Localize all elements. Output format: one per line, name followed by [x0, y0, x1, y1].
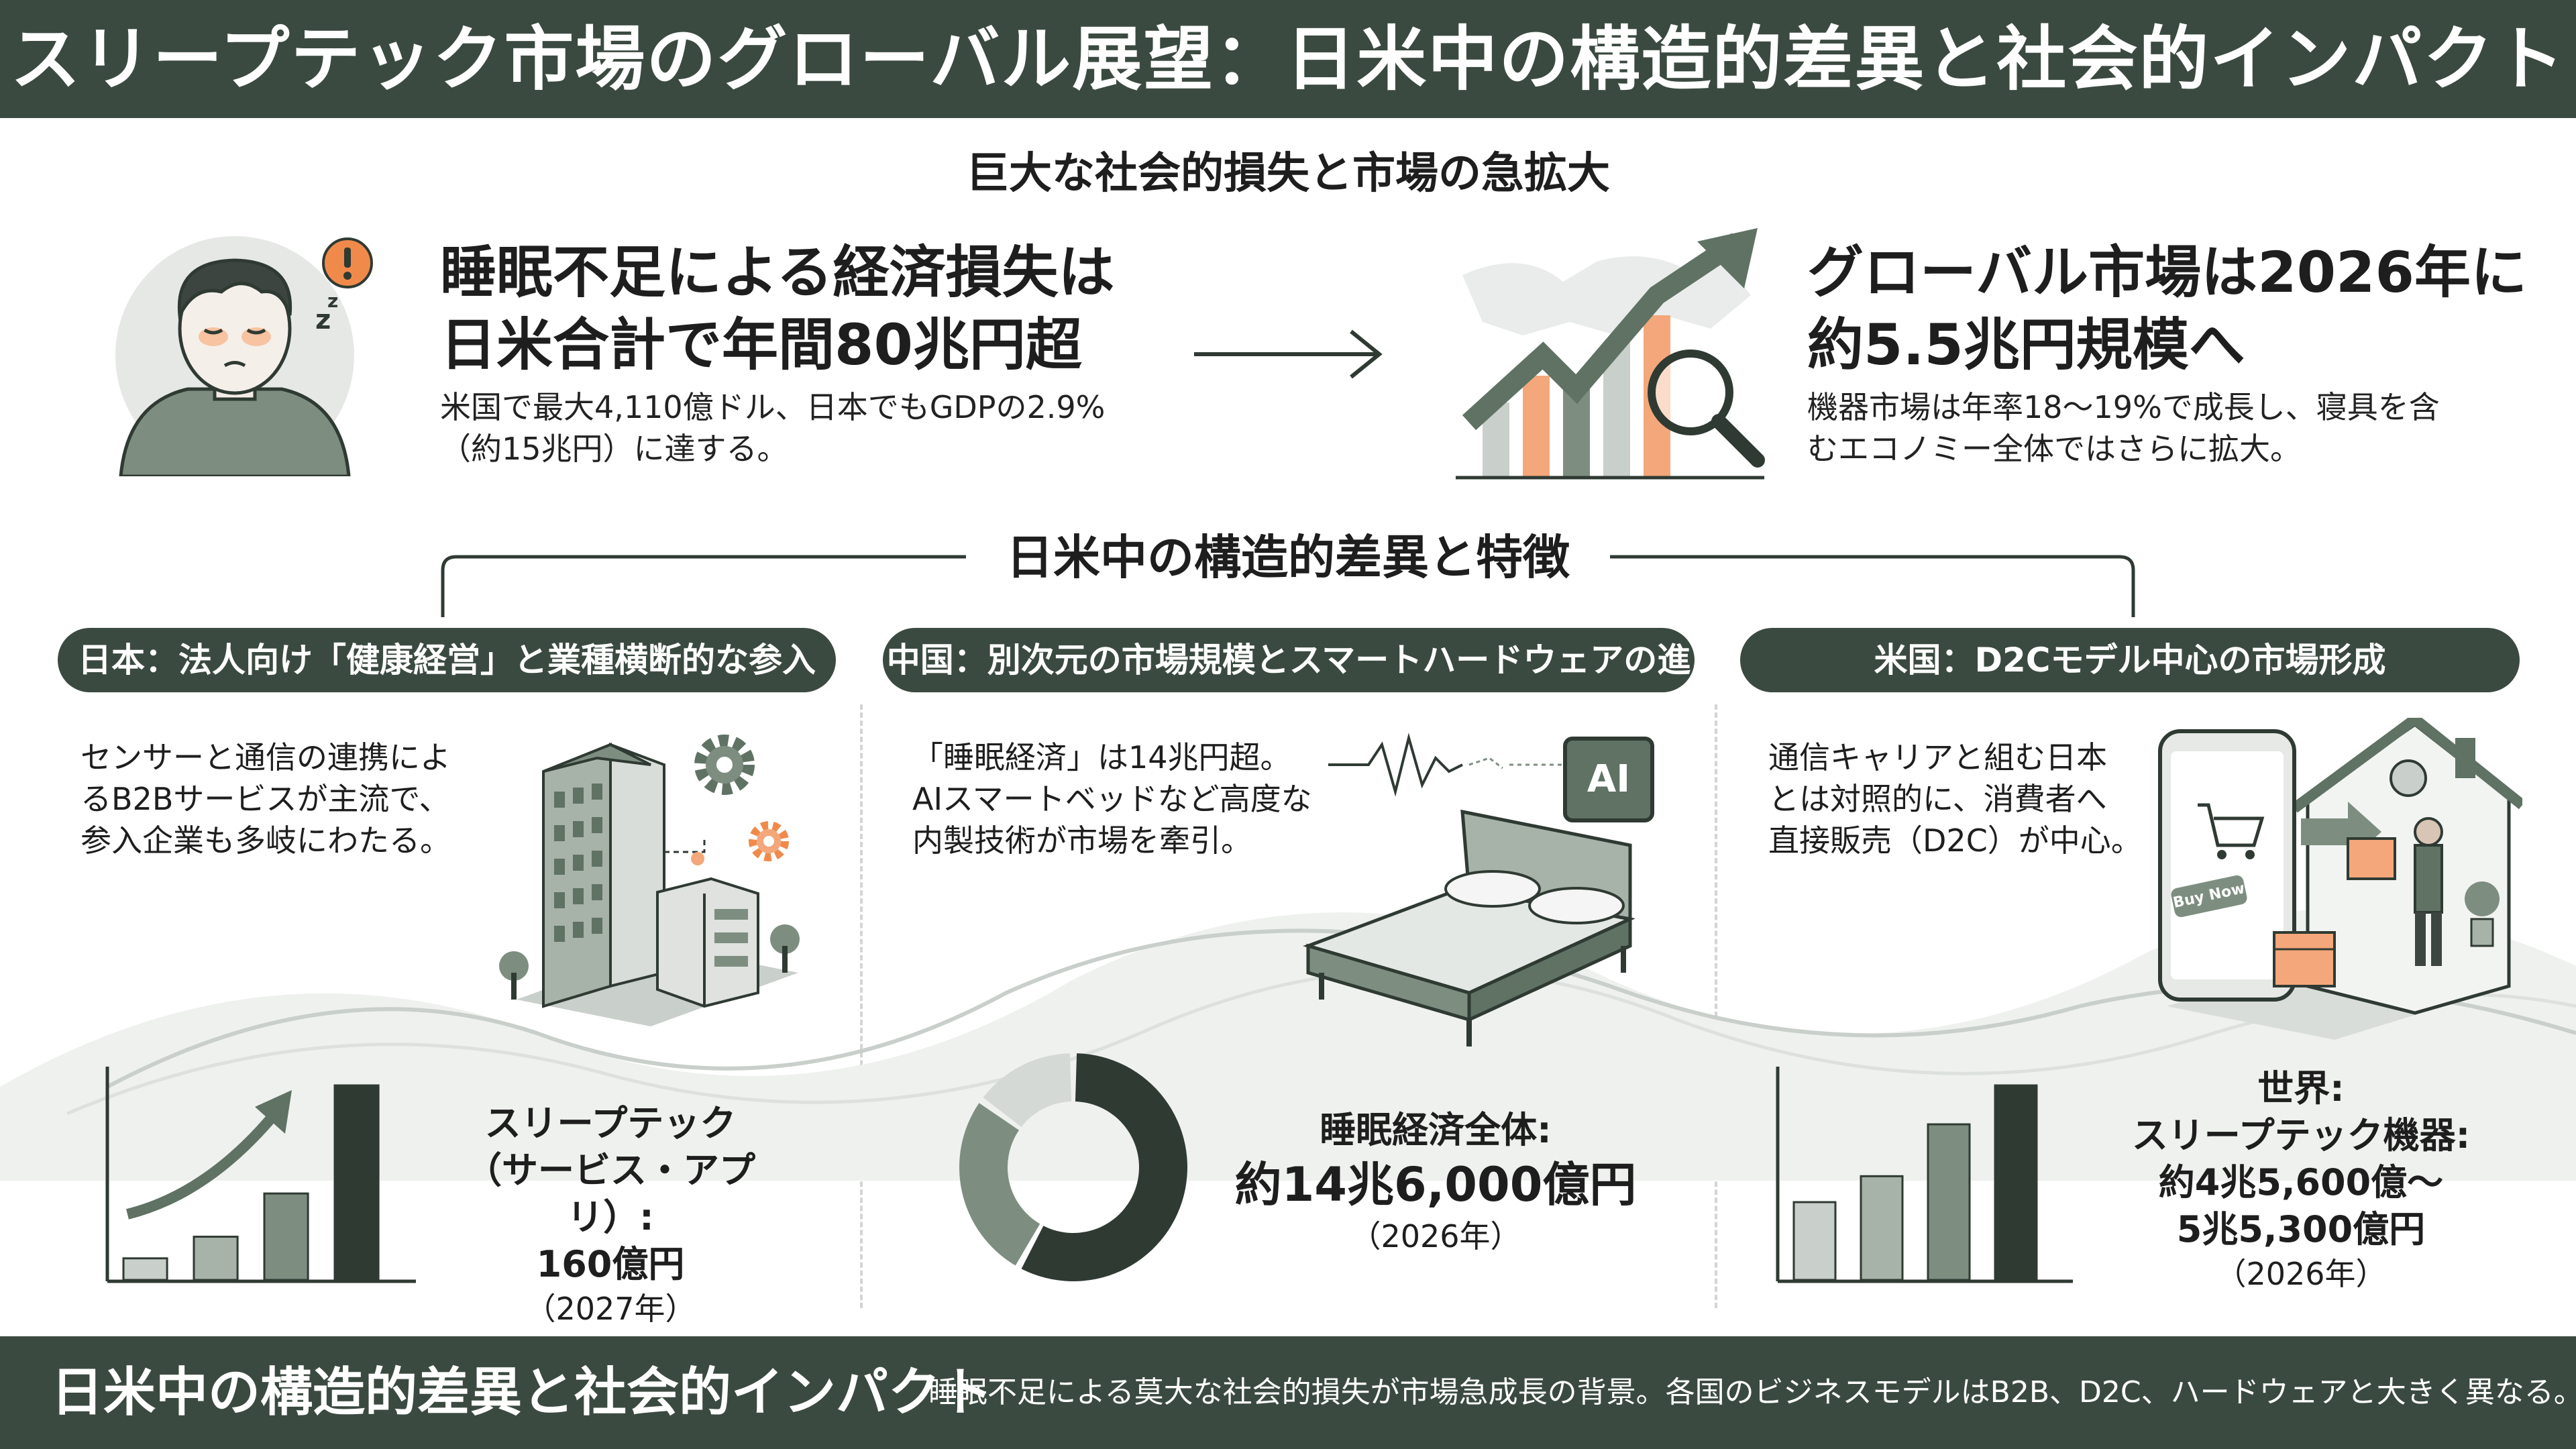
footer-bar: 日米中の構造的差異と社会的インパクト 睡眠不足による莫大な社会的損失が市場急成長…	[0, 1336, 2576, 1449]
footer-text: 睡眠不足による莫大な社会的損失が市場急成長の背景。各国のビジネスモデルはB2B、…	[928, 1375, 2576, 1409]
d2c-house-illustration	[2158, 718, 2522, 1040]
chart-bar	[193, 1236, 239, 1281]
japan-description-line2: るB2Bサービスが主流で、	[80, 781, 450, 817]
economic-loss-heading: 睡眠不足による経済損失は 日米合計で年間80兆円超	[440, 236, 1178, 381]
column-divider-2	[1715, 704, 1717, 1308]
usa-metric: 世界: スリープテック機器: 約4兆5,600億〜 5兆5,300億円 （202…	[2100, 1065, 2502, 1295]
japan-metric-line1: スリープテック	[484, 1102, 737, 1144]
economic-loss-text-line2: （約15兆円）に達する。	[440, 431, 788, 467]
usa-metric-year: （2026年）	[2215, 1256, 2387, 1292]
tired-person-illustration: z z	[115, 236, 354, 476]
china-metric-year: （2026年）	[1350, 1218, 1521, 1254]
growth-arrow-head	[255, 1090, 292, 1134]
market-size-heading: グローバル市場は2026年に 約5.5兆円規模へ	[1807, 236, 2559, 381]
usa-metric-line1: 世界:	[2257, 1067, 2345, 1110]
china-pill: 中国：別次元の市場規模とスマートハードウェアの進化	[883, 628, 1695, 744]
economic-loss-heading-line1: 睡眠不足による経済損失は	[440, 239, 1115, 305]
market-size-text-line2: むエコノミー全体ではさらに拡大。	[1807, 431, 2301, 467]
usa-description-line1: 通信キャリアと組む日本	[1768, 739, 2108, 775]
ai-chip-icon: AI	[1563, 737, 1654, 822]
chart-bar	[333, 1084, 380, 1281]
market-size-heading-line1: グローバル市場は2026年に	[1807, 239, 2527, 305]
section-bracket	[441, 555, 2135, 617]
office-building-illustration	[499, 743, 800, 1026]
top-section-heading: 巨大な社会的損失と市場の急拡大	[966, 149, 1610, 199]
china-description: 「睡眠経済」は14兆円超。 AIスマートベッドなど高度な 内製技術が市場を牽引。	[912, 737, 1355, 861]
donut-slice	[959, 1103, 1040, 1266]
usa-description: 通信キャリアと組む日本 とは対照的に、消費者へ 直接販売（D2C）が中心。	[1768, 737, 2184, 861]
column-divider-1	[860, 704, 863, 1308]
market-size-heading-line2: 約5.5兆円規模へ	[1807, 312, 2245, 378]
usa-bar-chart	[1776, 1067, 2073, 1283]
china-donut-chart	[959, 1053, 1187, 1281]
right-arrow-icon	[1194, 329, 1383, 379]
china-description-line2: AIスマートベッドなど高度な	[912, 781, 1312, 817]
japan-metric-year: （2027年）	[525, 1291, 696, 1327]
china-description-line3: 内製技術が市場を牽引。	[912, 822, 1252, 859]
donut-slice	[983, 1053, 1072, 1128]
page-title: スリープテック市場のグローバル展望：日米中の構造的差異と社会的インパクト	[0, 0, 2576, 118]
small-gear-icon	[749, 821, 789, 861]
chart-bar	[1927, 1123, 1971, 1281]
chart-bar	[1792, 1201, 1837, 1281]
japan-description: センサーと通信の連携によ るB2Bサービスが主流で、 参入企業も多岐にわたる。	[80, 737, 510, 861]
market-growth-illustration	[1456, 228, 1765, 480]
chart-bar	[263, 1192, 309, 1281]
market-size-text-line1: 機器市場は年率18〜19%で成長し、寝具を含	[1807, 389, 2440, 425]
usa-description-line2: とは対照的に、消費者へ	[1768, 781, 2107, 817]
usa-description-line3: 直接販売（D2C）が中心。	[1768, 822, 2142, 859]
china-metric: 睡眠経済全体: 約14兆6,000億円 （2026年）	[1221, 1107, 1650, 1257]
japan-metric: スリープテック （サービス・アプリ）: 160億円 （2027年）	[429, 1100, 792, 1330]
japan-description-line1: センサーと通信の連携によ	[80, 739, 451, 775]
growth-arrow	[126, 1110, 280, 1220]
gear-icon	[694, 735, 755, 795]
comparison-heading: 日米中の構造的差異と特徴	[1006, 530, 1570, 585]
alert-icon	[322, 237, 373, 288]
china-metric-value: 約14兆6,000億円	[1234, 1157, 1637, 1212]
smart-bed-illustration	[1303, 809, 1635, 1046]
economic-loss-heading-line2: 日米合計で年間80兆円超	[440, 312, 1082, 378]
chart-bar	[1860, 1175, 1904, 1281]
china-description-line1: 「睡眠経済」は14兆円超。	[912, 739, 1291, 775]
japan-metric-line2: （サービス・アプリ）:	[466, 1149, 755, 1238]
footer-title: 日米中の構造的差異と社会的インパクト	[51, 1362, 994, 1423]
usa-metric-line2: スリープテック機器:	[2131, 1114, 2471, 1157]
japan-description-line3: 参入企業も多岐にわたる。	[80, 822, 451, 859]
chart-bar	[1994, 1084, 2038, 1281]
china-metric-label: 睡眠経済全体:	[1320, 1109, 1552, 1151]
market-size-text: 機器市場は年率18〜19%で成長し、寝具を含 むエコノミー全体ではさらに拡大。	[1807, 386, 2559, 470]
donut-slice	[1021, 1053, 1187, 1281]
economic-loss-text-line1: 米国で最大4,110億ドル、日本でもGDPの2.9%	[440, 389, 1106, 425]
japan-metric-value: 160億円	[536, 1243, 685, 1285]
svg-text:z: z	[327, 290, 338, 312]
japan-pill: 日本：法人向け「健康経営」と業種横断的な参入	[58, 628, 836, 692]
usa-metric-line4: 5兆5,300億円	[2176, 1208, 2426, 1250]
chart-bar	[122, 1257, 168, 1281]
japan-bar-chart	[105, 1067, 416, 1283]
heartbeat-wave-icon	[1328, 733, 1563, 797]
usa-metric-line3: 約4兆5,600億〜	[2158, 1161, 2444, 1203]
svg-text:z: z	[315, 305, 331, 335]
economic-loss-text: 米国で最大4,110億ドル、日本でもGDPの2.9% （約15兆円）に達する。	[440, 386, 1178, 470]
usa-pill: 米国：D2Cモデル中心の市場形成	[1740, 628, 2520, 692]
